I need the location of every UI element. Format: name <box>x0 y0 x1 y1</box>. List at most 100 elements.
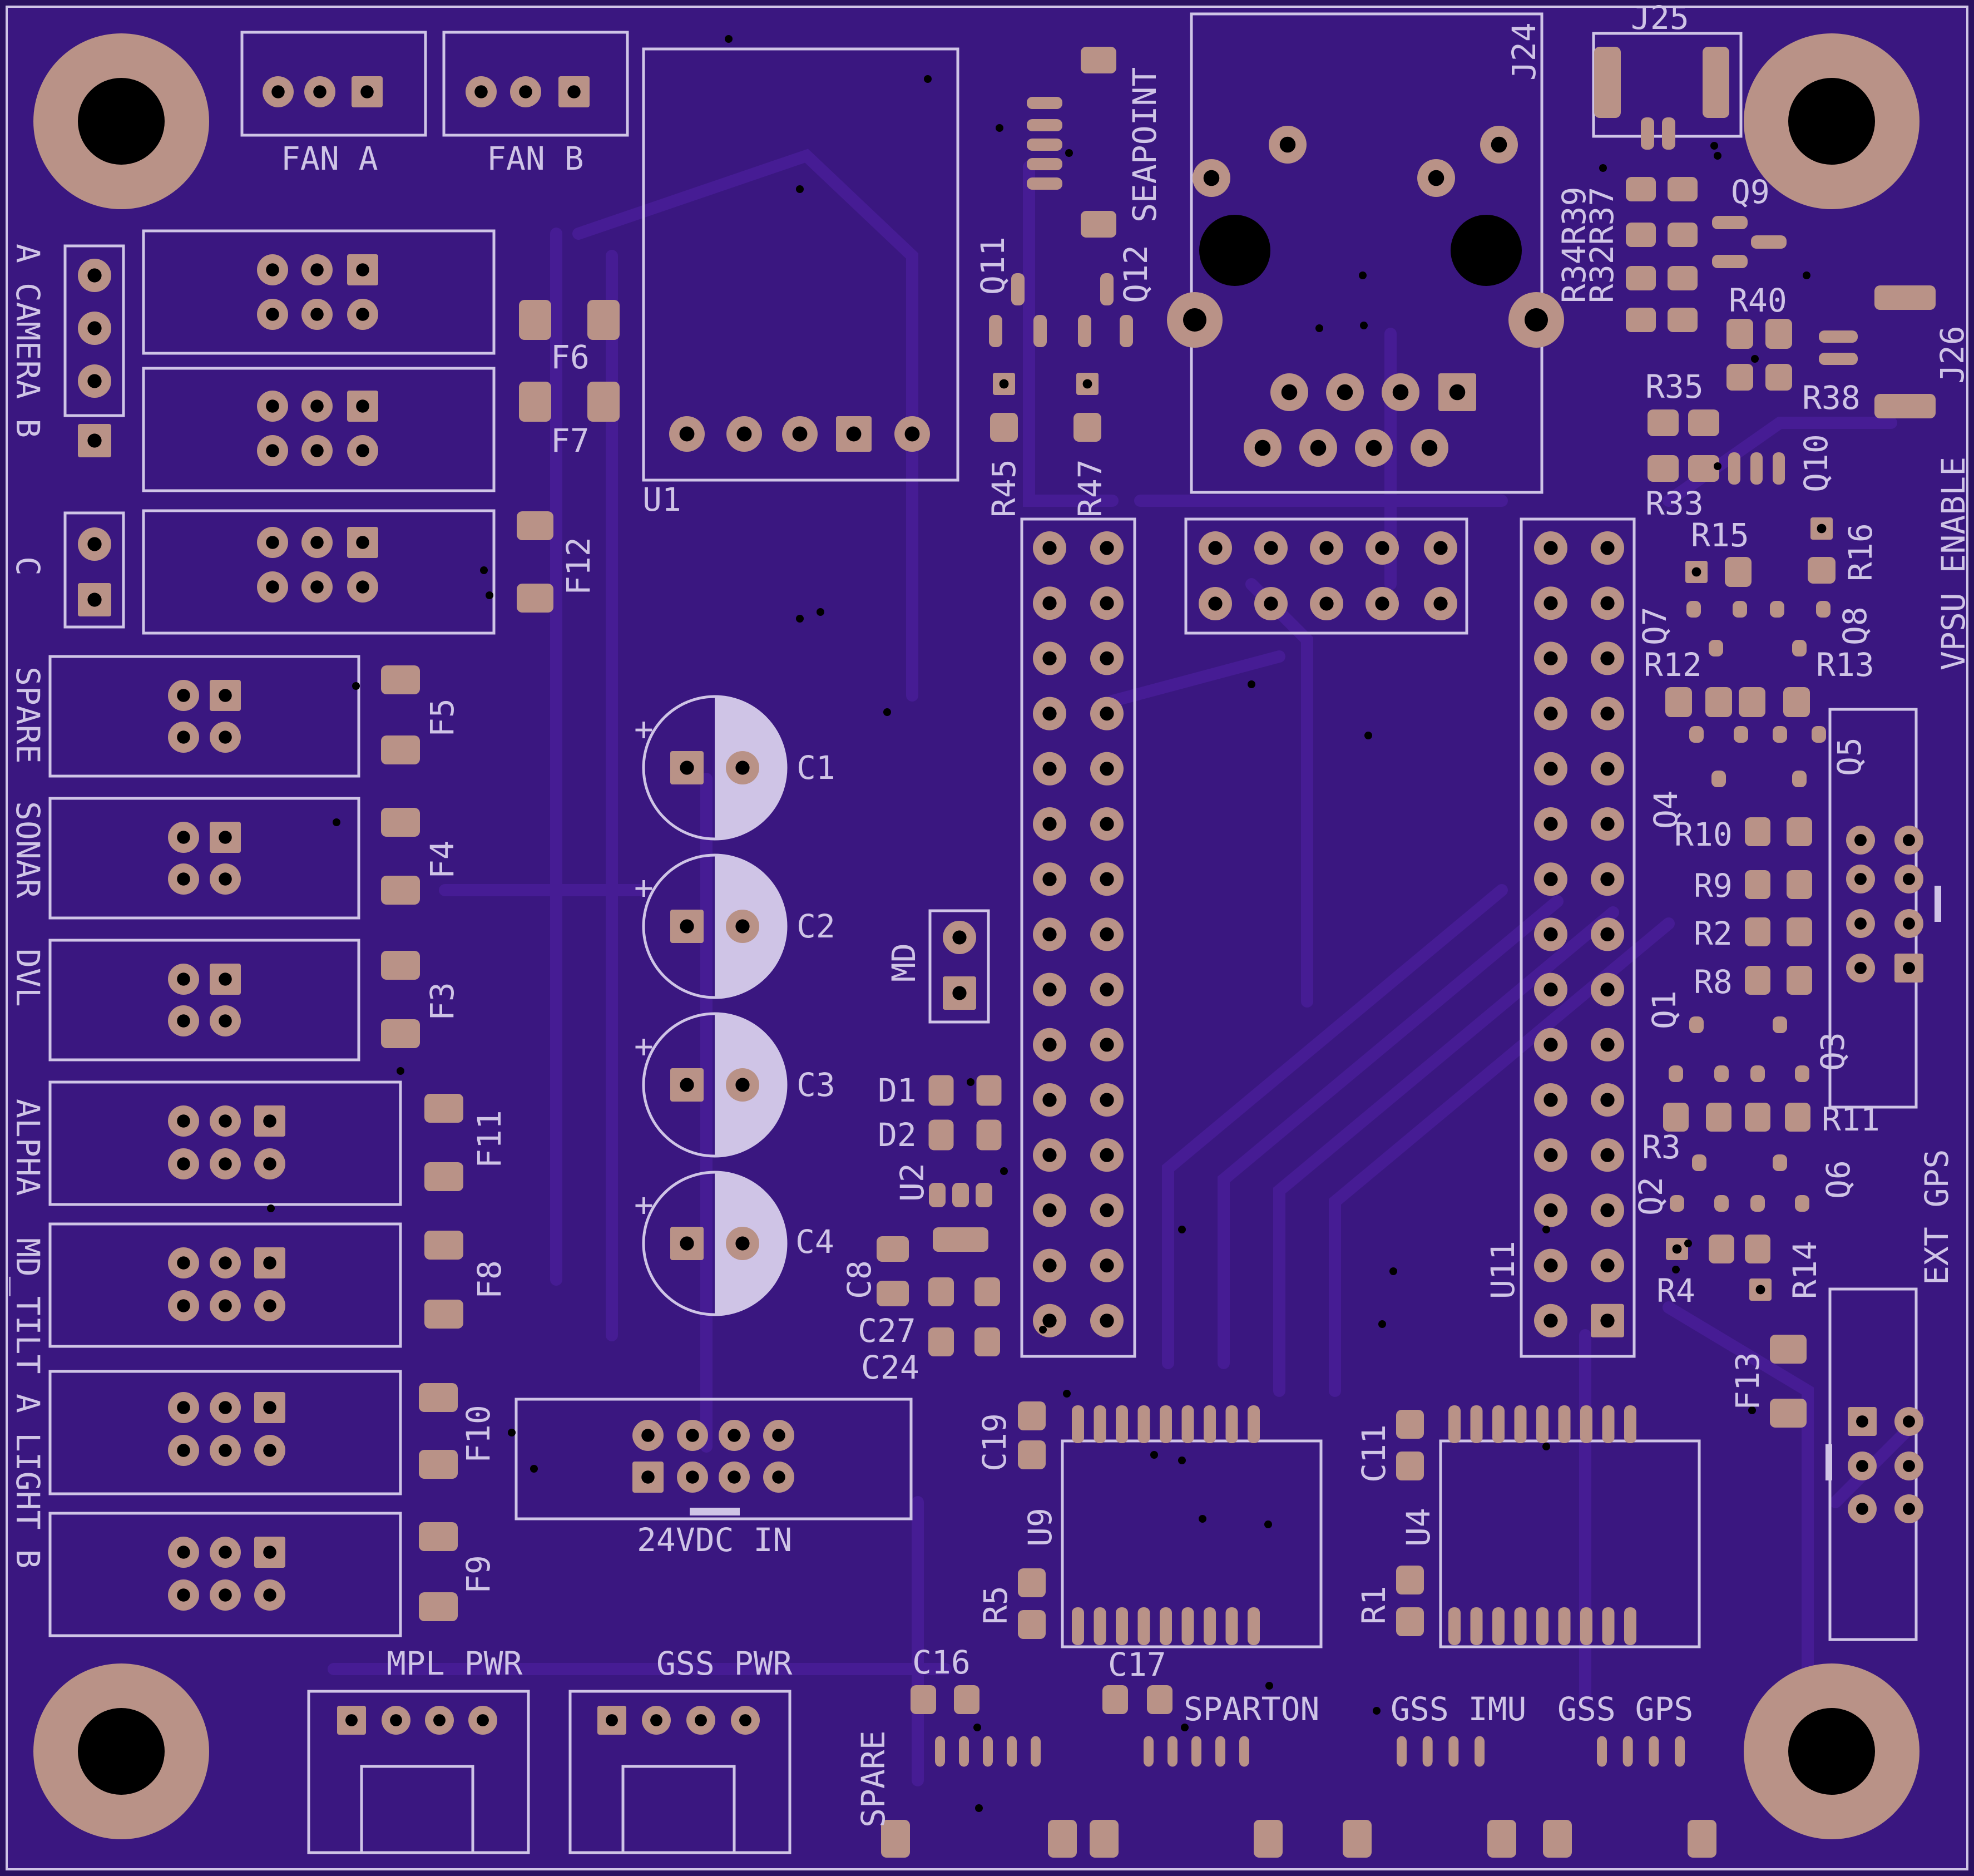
via <box>397 1067 404 1075</box>
drill-hole <box>519 85 532 98</box>
drill-hole <box>177 1014 190 1028</box>
label-d1: D1 <box>878 1072 917 1109</box>
smd-pad <box>1072 1405 1084 1443</box>
drill-hole <box>177 689 190 702</box>
via <box>1248 680 1255 688</box>
via <box>530 1465 538 1473</box>
drill-hole <box>1543 1093 1558 1107</box>
label-j25: J25 <box>1631 0 1689 37</box>
smd-pad <box>1396 1410 1424 1439</box>
smd-pad <box>1795 1065 1809 1082</box>
smd-pad <box>1396 1566 1424 1594</box>
smd-pad <box>1470 1607 1483 1645</box>
smd-pad <box>587 382 620 422</box>
drill-hole <box>1600 1258 1615 1273</box>
drill-hole <box>1337 384 1353 401</box>
smd-pad <box>1254 1820 1283 1858</box>
label-mpl-pwr: MPL PWR <box>387 1645 523 1682</box>
drill-hole <box>1854 834 1867 846</box>
drill-hole <box>641 1429 655 1442</box>
label-camera: A CAMERA B <box>9 244 47 438</box>
drill-hole <box>1042 872 1057 886</box>
smd-pad <box>1819 330 1858 343</box>
drill-hole <box>1856 1415 1868 1428</box>
drill-hole <box>1854 873 1867 885</box>
drill-hole <box>1600 927 1615 941</box>
drill-hole <box>1903 1415 1915 1428</box>
label-r15: R15 <box>1691 516 1749 554</box>
silkscreen-labels: FAN A FAN B U1 SEAPOINT Q11 Q12 J24 J25 … <box>9 0 1972 1828</box>
smd-pad <box>1120 315 1133 347</box>
smd-pad <box>1783 687 1810 717</box>
drill-hole <box>1100 651 1114 665</box>
drill-hole <box>87 374 102 388</box>
smd-pad <box>1745 870 1770 899</box>
label-seapoint: SEAPOINT <box>1126 67 1164 223</box>
drill-hole <box>1100 872 1114 886</box>
via <box>1063 1390 1071 1398</box>
label-md: MD <box>885 943 923 982</box>
drill-hole <box>567 85 581 98</box>
via <box>1748 1406 1756 1414</box>
smd-pad <box>959 1736 969 1767</box>
drill-hole <box>1042 541 1057 555</box>
drill-hole <box>772 1470 785 1484</box>
label-gss-pwr: GSS PWR <box>656 1645 793 1682</box>
smd-pad <box>419 1383 458 1412</box>
drill-hole <box>1543 1038 1558 1052</box>
drill-hole <box>271 85 285 98</box>
via <box>1150 1451 1158 1459</box>
via <box>1065 149 1073 157</box>
label-f5: F5 <box>423 698 461 737</box>
smd-pad <box>935 1736 945 1767</box>
smd-pad <box>1641 117 1654 150</box>
smd-pad <box>1116 1405 1128 1443</box>
drill-hole <box>177 1588 190 1602</box>
smd-pad <box>1422 1736 1433 1767</box>
drill-hole <box>1600 1093 1615 1107</box>
drill-hole <box>1042 707 1057 721</box>
label-md-tilt: MD_TILT <box>9 1238 47 1374</box>
drill-hole <box>686 1429 699 1442</box>
drill-hole <box>177 1256 190 1270</box>
drill-hole <box>1100 927 1114 941</box>
via <box>924 75 932 83</box>
smd-pad <box>424 1094 463 1123</box>
smd-pad <box>587 300 620 340</box>
smd-pad <box>1686 601 1701 618</box>
smd-pad <box>1215 1736 1225 1767</box>
drill-hole <box>263 1114 276 1128</box>
smd-pad <box>1663 1103 1689 1132</box>
drill-hole <box>904 426 920 442</box>
via <box>267 1204 275 1212</box>
label-r35: R35 <box>1645 368 1704 406</box>
smd-pad <box>1750 1195 1765 1212</box>
drill-hole <box>87 433 102 448</box>
via <box>352 682 360 690</box>
mounting-holes <box>33 33 1919 1839</box>
smd-pad <box>1073 413 1101 442</box>
drill-hole <box>310 444 324 457</box>
label-c1: C1 <box>796 749 835 787</box>
drill-hole <box>477 1714 489 1726</box>
smd-pad <box>1712 216 1748 229</box>
label-u9: U9 <box>1021 1508 1059 1547</box>
via <box>967 1078 974 1086</box>
smd-pad <box>1745 1235 1770 1263</box>
smd-pad <box>1160 1607 1172 1645</box>
smd-pad <box>1750 452 1763 485</box>
drill-hole <box>219 1157 232 1171</box>
drill-hole <box>728 1470 741 1484</box>
smd-pad <box>517 584 553 613</box>
drill-hole <box>87 268 102 283</box>
drill-hole <box>680 1078 694 1092</box>
drill-hole <box>1392 384 1409 401</box>
smd-pad <box>1648 455 1679 482</box>
drill-hole <box>1543 983 1558 997</box>
smd-pad <box>1675 1736 1685 1767</box>
drill-hole <box>1042 1258 1057 1273</box>
smd-pad <box>1027 97 1062 109</box>
label-r16: R16 <box>1842 523 1879 581</box>
smd-pad <box>952 1183 969 1207</box>
drill-hole <box>266 263 279 277</box>
